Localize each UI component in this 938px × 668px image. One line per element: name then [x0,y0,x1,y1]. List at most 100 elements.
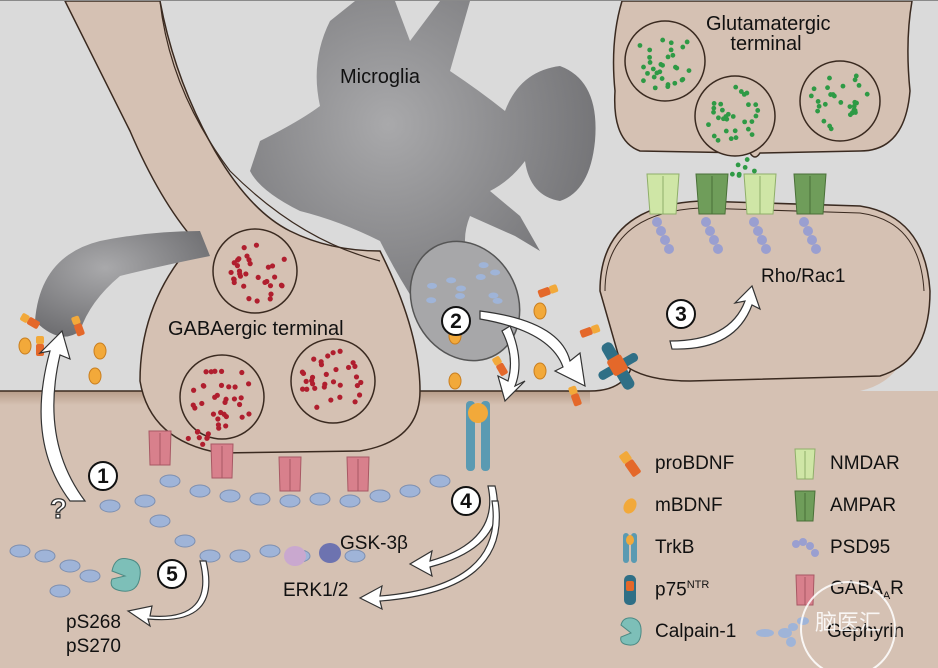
gaba-vesicle-dot [243,271,249,277]
nmdar-receptor [646,173,680,254]
gaba-vesicle-dot [246,411,252,417]
step-3-badge: 3 [666,299,696,329]
glutamate-vesicle-dot [847,104,853,109]
glutamate-vesicle-dot [753,102,759,108]
p75ntr-icon [624,575,636,605]
glutamate-vesicle-dot [733,135,739,141]
glutamate-vesicle-dot [711,100,717,106]
glutamate-vesicle-dot [715,137,721,143]
microglia-cell [35,1,596,362]
gephyrin-unit [339,494,361,508]
engulfed-gephyrin [446,277,457,284]
gaba-vesicle-dot [330,350,336,356]
glutamate-vesicle-dot [706,122,711,128]
arrow-step-1 [38,329,87,502]
gaba-vesicle-dot [354,382,360,389]
glutamate-vesicle-dot [821,118,827,124]
glutamate-vesicle-dot [733,84,739,90]
gsk3b-kinase [284,546,306,566]
gaba-vesicle-dot [212,368,218,374]
probdnf-molecule [71,315,85,337]
legend-label: NMDAR [830,453,900,474]
glutamate-vesicle-dot [730,114,736,119]
glutamate-vesicle-dot [815,108,821,114]
gaba-vesicle-dot [231,276,237,283]
glutamate-vesicle-dot [838,100,844,105]
gabaa-receptor [148,430,172,466]
glutamate-vesicle-dot [852,77,858,83]
glutamate-vesicle-dot [672,80,678,86]
step-5-badge: 5 [157,559,187,589]
legend-item-trkb: TrkB [615,531,694,565]
calpain-1 [110,558,141,592]
gaba-vesicle-dot [246,296,252,302]
arrows [38,284,762,628]
glutamate-vesicle-dot [825,85,830,91]
glutamate-vesicle-dot [719,107,725,113]
gaba-vesicle-dot [223,396,229,402]
mbdnf-molecule [448,372,462,390]
gaba-vesicle-dot [226,384,232,390]
gaba-vesicle-dot [358,379,364,386]
engulfed-gephyrin [492,297,503,304]
gaba-vesicle-dot [333,366,339,373]
gephyrin-unit [249,492,271,506]
gaba-vesicle-dot [253,242,260,248]
gaba-vesicle-dot [311,356,317,362]
gaba-vesicle-dot [246,381,252,387]
legend-label: proBDNF [655,453,735,474]
glutamate-vesicle-dot [637,43,643,48]
dendritic-spine [599,200,931,382]
probdnf-molecule [492,356,508,376]
glutamate-vesicle-dot [749,132,755,138]
glutamate-vesicle-dot [668,47,674,53]
gaba-vesicle-dot [244,253,250,259]
gephyrin-unit [34,549,56,563]
gaba-release-dot [204,435,210,441]
p75ntr-receptor [598,342,639,390]
glutamate-vesicle-dot [679,77,685,83]
glutamate-vesicle-dot [684,39,690,45]
ps268-label: pS268 [66,612,121,633]
arrow-step-2b [497,325,526,403]
gaba-vesicle-dot [190,402,196,408]
glutamate-vesicle-dot [716,115,721,121]
glutamate-release-dot [729,171,735,177]
legend-item-ampar: AMPAR [790,489,896,523]
gaba-vesicle-dot [314,404,320,410]
erk12-kinase [319,543,341,563]
gaba-release-dot [185,435,191,442]
gephyrin-unit [99,499,121,513]
glutamate-release-dot [736,173,742,178]
glutamate-vesicle-dot [815,99,821,104]
glutamate-receptors [646,173,827,254]
glutamate-release-dot [751,168,757,174]
gabaa-receptor [346,456,370,492]
mbdnf-icon [623,498,637,514]
gaba-vesicle-dot [238,395,244,401]
glutamate-vesicle-dot [659,76,665,81]
gephyrin-unit [9,544,31,558]
gaba-release-dot [200,441,206,447]
gaba-vesicle-dot [325,353,331,359]
glutamate-vesicle-dot [742,119,748,125]
gaba-vesicle-dot [262,279,268,286]
glutamate-vesicle-dot [711,133,717,139]
legend-item-calpain: Calpain-1 [615,615,736,649]
nmdar-receptor [743,173,777,254]
glutamate-vesicle-dot [674,65,680,71]
gephyrin-unit [309,492,331,506]
gabaergic-terminal-label: GABAergic terminal [168,318,344,340]
gephyrin-unit [189,484,211,498]
gaba-vesicle-dot [272,274,278,280]
engulfed-gephyrin [478,262,489,269]
gaba-vesicle-dot [223,423,229,429]
gabaa-receptor [210,443,234,479]
gsk3b-label: GSK-3β [340,533,408,554]
gaba-vesicle-dot [212,394,218,400]
probdnf-molecule [579,324,601,338]
glutamate-vesicle-dot [680,44,686,50]
legend-label: Calpain-1 [655,621,737,642]
rho-rac1-label: Rho/Rac1 [761,266,846,287]
gaba-release-dot [196,435,202,441]
